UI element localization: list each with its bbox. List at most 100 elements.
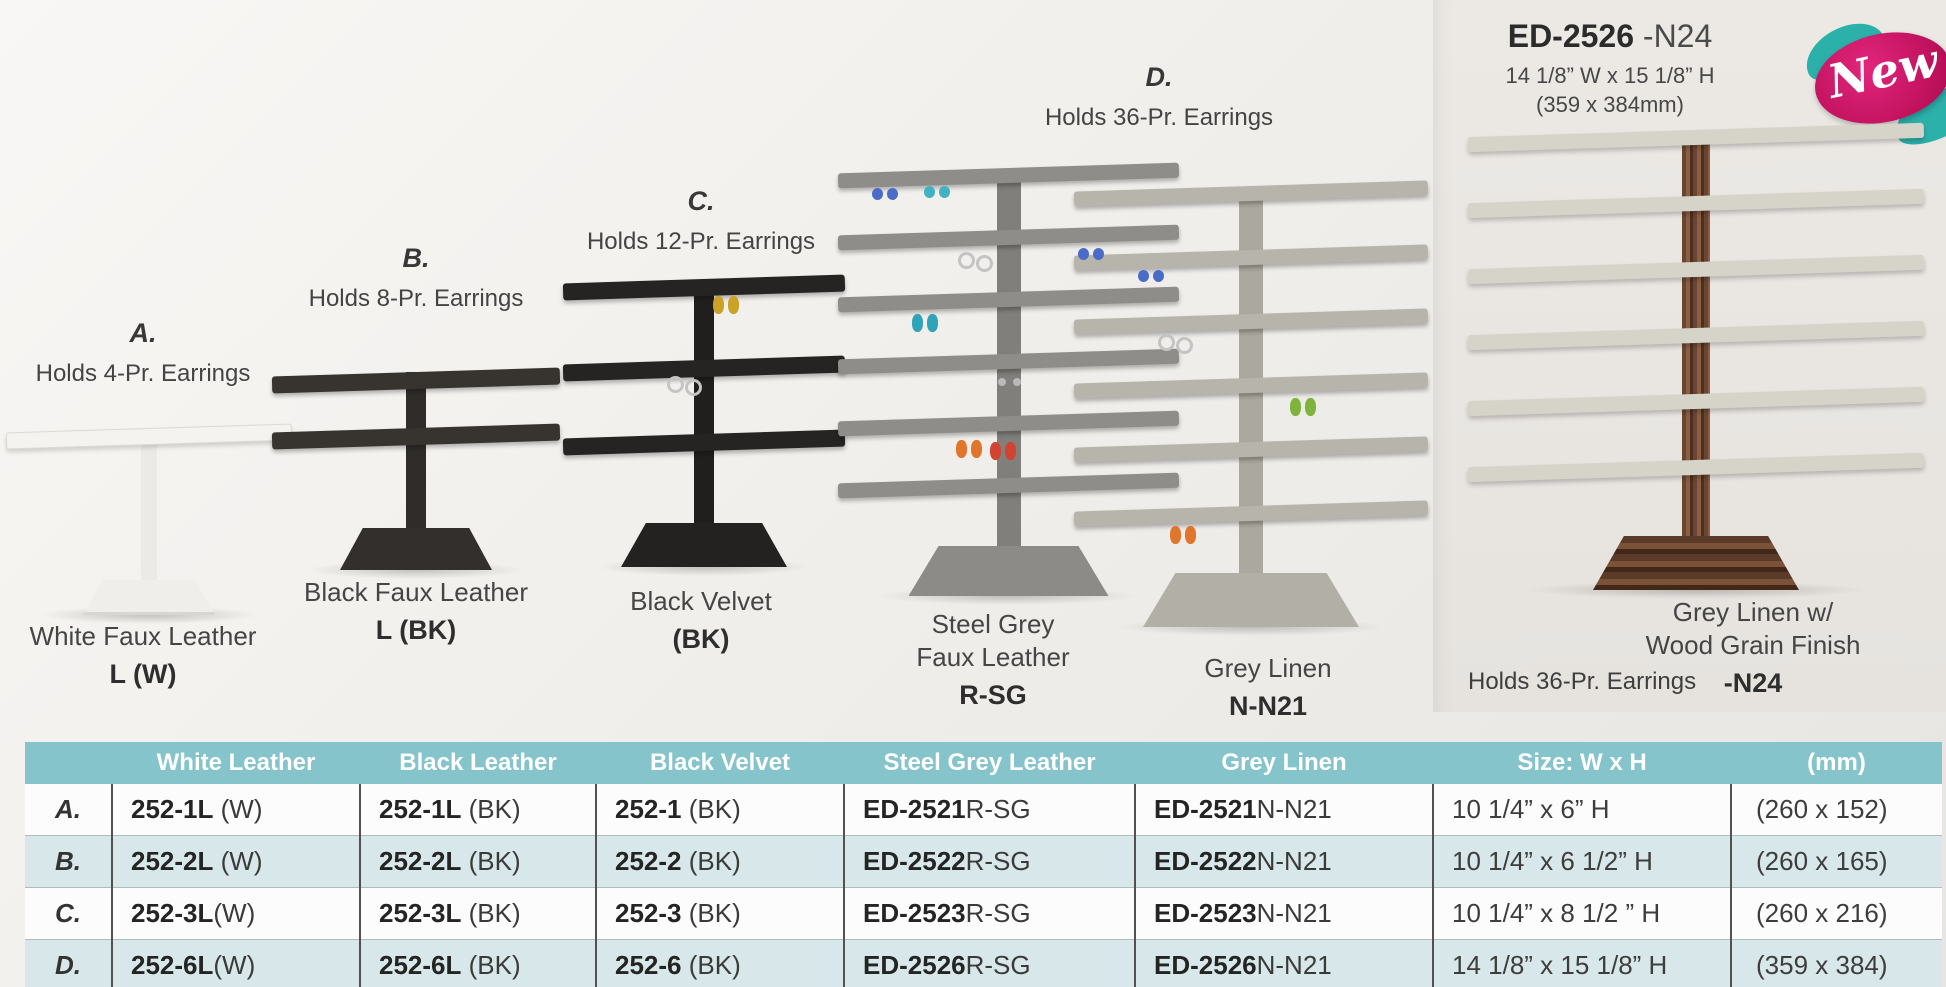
featured-sku: ED-2526	[1507, 18, 1635, 54]
cell-black-velvet: 252-1 (BK)	[596, 784, 845, 836]
product-d-header: D. Holds 36-Pr. Earrings	[994, 62, 1324, 132]
display-base	[621, 523, 787, 567]
grey-linen-code: N-N21	[1228, 691, 1308, 721]
cell-black-velvet: 252-2 (BK)	[596, 835, 845, 888]
steel-grey-code: R-SG	[959, 680, 1027, 710]
steel-grey-material-line2: Faux Leather	[916, 642, 1070, 672]
product-b-label: B.	[402, 243, 430, 273]
earring-decoration	[958, 252, 993, 272]
product-d-grey-linen-caption: Grey Linen N-N21	[1148, 652, 1388, 722]
product-d-steel-grey-caption: Steel Grey Faux Leather R-SG	[868, 608, 1118, 711]
earring-decoration	[998, 378, 1021, 386]
cell-black-velvet: 252-3 (BK)	[596, 887, 845, 940]
cell-grey-linen: ED-2522N-N21	[1135, 835, 1434, 888]
display-base	[908, 546, 1109, 596]
cell-white-leather: 252-1L (W)	[112, 784, 361, 836]
earring-decoration	[1158, 334, 1193, 354]
product-a-caption: White Faux Leather L (W)	[0, 620, 286, 690]
table-row: D. 252-6L(W) 252-6L (BK) 252-6 (BK) ED-2…	[25, 939, 1942, 987]
cell-white-leather: 252-2L (W)	[112, 835, 361, 888]
display-base-wood	[1593, 536, 1799, 590]
product-b-holds: Holds 8-Pr. Earrings	[308, 285, 524, 312]
product-a-label: A.	[129, 318, 157, 348]
cell-size: 10 1/4” x 8 1/2 ” H	[1433, 887, 1732, 940]
display-base	[1143, 573, 1359, 627]
product-b-material: Black Faux Leather	[303, 577, 528, 607]
spec-table-header-row: White Leather Black Leather Black Velvet…	[25, 742, 1942, 784]
cell-grey-linen: ED-2523N-N21	[1135, 887, 1434, 940]
cell-white-leather: 252-6L(W)	[112, 939, 361, 987]
cell-black-leather: 252-1L (BK)	[360, 784, 597, 836]
earring-decoration	[1138, 270, 1164, 282]
cell-steel-grey-leather: ED-2523R-SG	[844, 887, 1136, 940]
header-grey-linen: Grey Linen	[1135, 742, 1433, 784]
row-label: D.	[25, 939, 113, 987]
earring-decoration	[667, 376, 702, 396]
product-d-holds: Holds 36-Pr. Earrings	[1044, 104, 1274, 131]
featured-sku-line: ED-2526 -N24	[1445, 18, 1775, 55]
row-label: C.	[25, 887, 113, 940]
featured-size-mm: (359 x 384mm)	[1536, 92, 1684, 117]
featured-size-inches: 14 1/8” W x 15 1/8” H	[1505, 63, 1715, 88]
product-d-grey-linen-image	[1073, 180, 1429, 636]
spec-table: White Leather Black Leather Black Velvet…	[25, 742, 1942, 987]
product-a-holds: Holds 4-Pr. Earrings	[35, 360, 251, 387]
table-row: A. 252-1L (W) 252-1L (BK) 252-1 (BK) ED-…	[25, 784, 1942, 836]
featured-product-image	[1467, 122, 1925, 599]
featured-sku-suffix: -N24	[1642, 18, 1713, 54]
header-blank	[25, 742, 112, 784]
earring-decoration	[713, 296, 739, 314]
table-row: C. 252-3L(W) 252-3L (BK) 252-3 (BK) ED-2…	[25, 887, 1942, 940]
display-pole	[694, 284, 714, 535]
product-d-label: D.	[1145, 62, 1173, 92]
cell-grey-linen: ED-2521N-N21	[1135, 784, 1434, 836]
product-d-steel-grey-image	[837, 162, 1180, 605]
cell-size: 10 1/4” x 6 1/2” H	[1433, 835, 1732, 888]
table-row: B. 252-2L (W) 252-2L (BK) 252-2 (BK) ED-…	[25, 835, 1942, 888]
product-a-code: L (W)	[109, 659, 177, 689]
earring-decoration	[956, 440, 982, 458]
product-c-material: Black Velvet	[630, 586, 772, 616]
spec-table-body: A. 252-1L (W) 252-1L (BK) 252-1 (BK) ED-…	[25, 784, 1942, 987]
product-c-code: (BK)	[672, 624, 730, 654]
cell-black-leather: 252-3L (BK)	[360, 887, 597, 940]
featured-material-line2: Wood Grain Finish	[1645, 630, 1861, 660]
cell-black-velvet: 252-6 (BK)	[596, 939, 845, 987]
earring-decoration	[990, 442, 1016, 460]
header-mm: (mm)	[1731, 742, 1942, 784]
featured-caption: Grey Linen w/ Wood Grain Finish -N24	[1588, 596, 1918, 699]
product-c-label: C.	[687, 186, 715, 216]
cell-steel-grey-leather: ED-2522R-SG	[844, 835, 1136, 888]
row-label: B.	[25, 835, 113, 888]
cell-black-leather: 252-2L (BK)	[360, 835, 597, 888]
earring-decoration	[1170, 526, 1196, 544]
earring-decoration	[924, 186, 950, 198]
product-b-code: L (BK)	[375, 615, 457, 645]
featured-code: -N24	[1723, 668, 1783, 698]
cell-steel-grey-leather: ED-2526R-SG	[844, 939, 1136, 987]
earring-decoration	[912, 314, 938, 332]
product-c-image	[562, 272, 846, 576]
featured-header: ED-2526 -N24 14 1/8” W x 15 1/8” H (359 …	[1445, 18, 1775, 118]
product-a-image	[5, 420, 293, 624]
earring-decoration	[1290, 398, 1316, 416]
steel-grey-material-line1: Steel Grey	[931, 609, 1055, 639]
product-b-caption: Black Faux Leather L (BK)	[276, 576, 556, 646]
header-black-velvet: Black Velvet	[596, 742, 844, 784]
product-b-image	[271, 360, 561, 579]
product-a-header: A. Holds 4-Pr. Earrings	[8, 318, 278, 388]
header-white-leather: White Leather	[112, 742, 360, 784]
display-base	[83, 580, 215, 615]
header-steel-grey-leather: Steel Grey Leather	[844, 742, 1135, 784]
product-a-material: White Faux Leather	[29, 621, 257, 651]
row-label: A.	[25, 784, 113, 836]
header-black-leather: Black Leather	[360, 742, 596, 784]
cell-black-leather: 252-6L (BK)	[360, 939, 597, 987]
grey-linen-material: Grey Linen	[1204, 653, 1332, 683]
product-c-caption: Black Velvet (BK)	[561, 585, 841, 655]
cell-size: 10 1/4” x 6” H	[1433, 784, 1732, 836]
earring-decoration	[1078, 248, 1104, 260]
display-pole	[141, 432, 157, 583]
display-pole	[406, 372, 426, 538]
